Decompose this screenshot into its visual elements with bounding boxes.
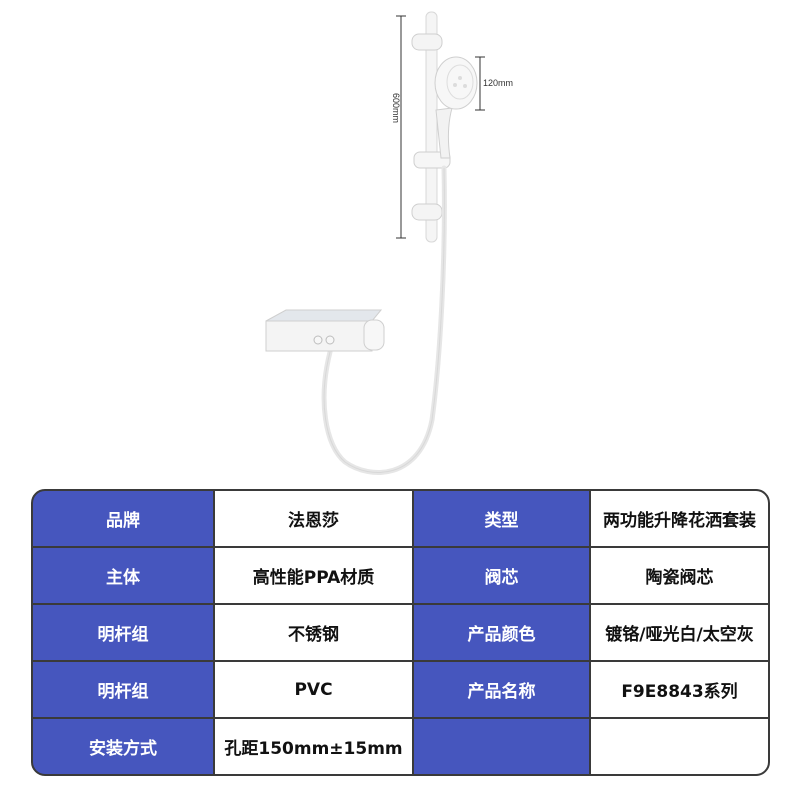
hand-shower <box>434 56 478 159</box>
spec-value-installation: 孔距150mm±15mm <box>215 719 412 774</box>
spec-label-product-name: 产品名称 <box>414 662 589 717</box>
spec-label-body: 主体 <box>33 548 213 603</box>
spec-label-type: 类型 <box>414 491 589 546</box>
rail-dimension-marker: 600mm <box>391 15 406 239</box>
spec-value-product-name: F9E8843系列 <box>591 662 768 717</box>
spec-value-empty <box>591 719 768 774</box>
product-illustration: 600mm 120mm <box>265 11 513 475</box>
head-dimension-marker: 120mm <box>475 56 513 111</box>
spec-label-installation: 安装方式 <box>33 719 213 774</box>
spec-label-rail-set: 明杆组 <box>33 605 213 660</box>
head-size-label: 120mm <box>483 78 513 88</box>
rail-length-label: 600mm <box>391 93 401 123</box>
spec-value-type: 两功能升降花洒套装 <box>591 491 768 546</box>
spec-label-empty <box>414 719 589 774</box>
spec-value-brand: 法恩莎 <box>215 491 412 546</box>
spec-value-rail-set-2: PVC <box>215 662 412 717</box>
spec-label-cartridge: 阀芯 <box>414 548 589 603</box>
spec-value-color: 镀铬/哑光白/太空灰 <box>591 605 768 660</box>
spec-value-cartridge: 陶瓷阀芯 <box>591 548 768 603</box>
thermostatic-mixer <box>265 309 385 352</box>
spec-label-color: 产品颜色 <box>414 605 589 660</box>
spec-value-rail-set: 不锈钢 <box>215 605 412 660</box>
spec-value-body: 高性能PPA材质 <box>215 548 412 603</box>
spec-table: 品牌 法恩莎 类型 两功能升降花洒套装 主体 高性能PPA材质 阀芯 陶瓷阀芯 … <box>31 489 770 776</box>
spec-label-brand: 品牌 <box>33 491 213 546</box>
spec-label-rail-set-2: 明杆组 <box>33 662 213 717</box>
